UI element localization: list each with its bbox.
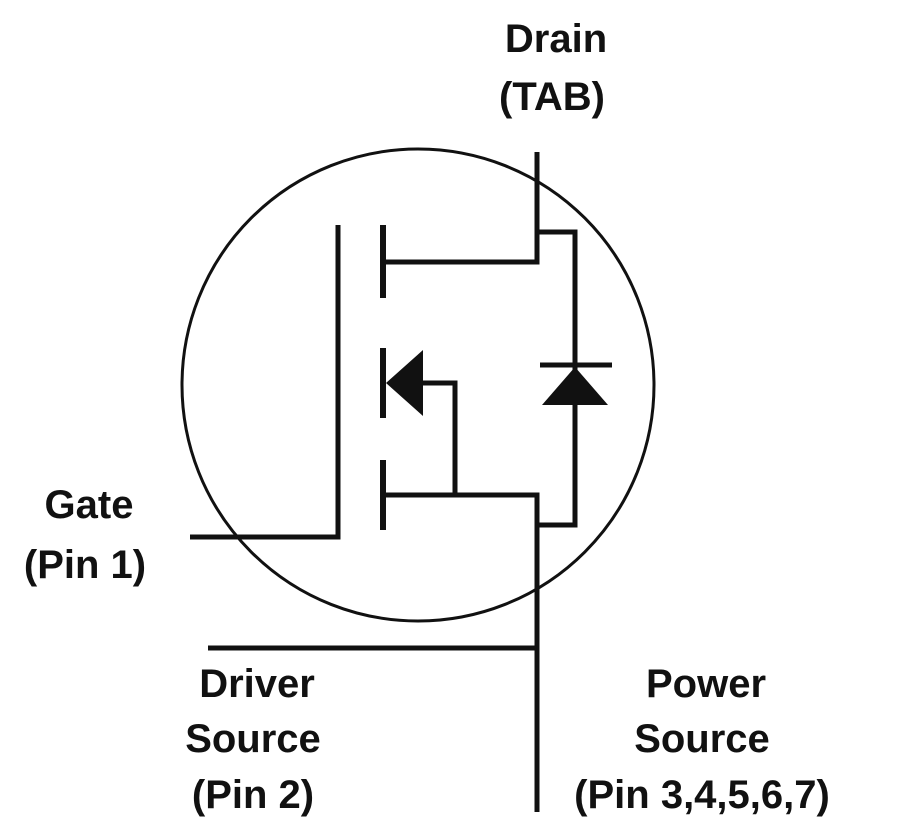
- body-arrow-icon: [386, 350, 423, 416]
- driver-source-label: Driver Source (Pin 2): [185, 662, 321, 817]
- gate-label-line1: Gate: [45, 483, 134, 527]
- diode-triangle-icon: [542, 367, 608, 405]
- driver-source-label-line1: Driver: [199, 662, 315, 706]
- drain-label: Drain (TAB): [499, 17, 607, 119]
- power-source-label: Power Source (Pin 3,4,5,6,7): [574, 662, 830, 817]
- drain-wire: [386, 152, 540, 265]
- power-source-label-line3: (Pin 3,4,5,6,7): [574, 773, 830, 817]
- driver-source-label-line3: (Pin 2): [192, 773, 314, 817]
- body-link-wire: [423, 380, 458, 495]
- source-wire: [386, 492, 540, 812]
- power-source-label-line2: Source: [634, 717, 770, 761]
- power-source-label-line1: Power: [646, 662, 766, 706]
- drain-label-line2: (TAB): [499, 75, 605, 119]
- driver-source-label-line2: Source: [185, 717, 321, 761]
- gate-wire: [190, 225, 341, 540]
- gate-label: Gate (Pin 1): [24, 483, 146, 587]
- transistor-body-circle: [180, 147, 656, 623]
- gate-label-line2: (Pin 1): [24, 543, 146, 587]
- drain-label-line1: Drain: [505, 17, 607, 61]
